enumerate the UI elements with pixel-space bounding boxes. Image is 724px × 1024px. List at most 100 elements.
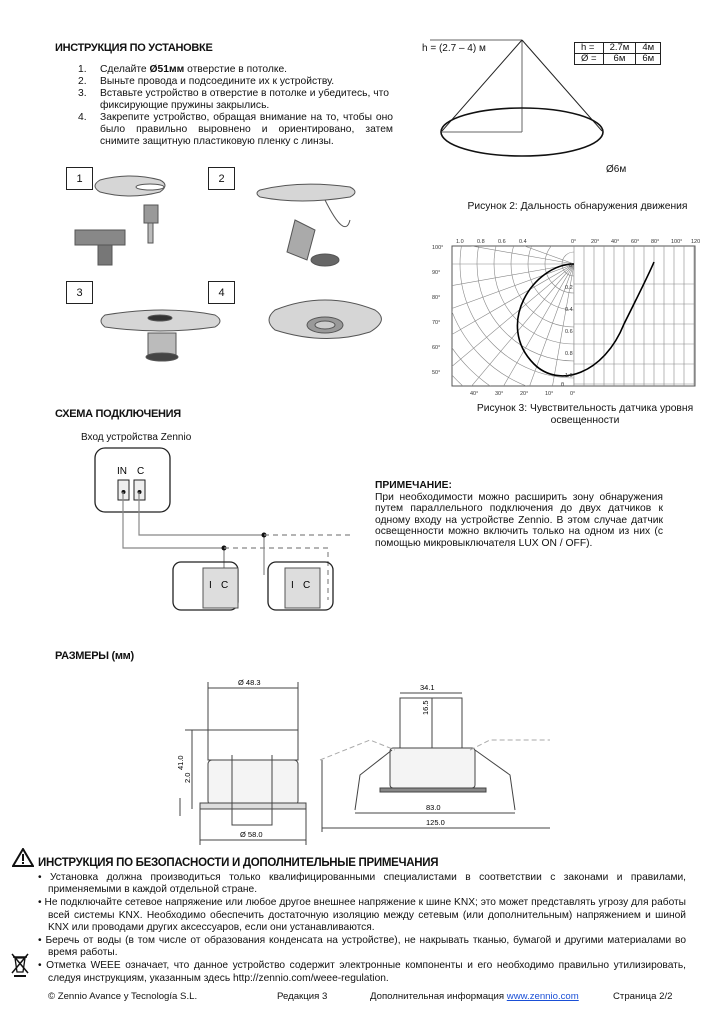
dimension-drawings: Ø 48.3 41.0 2.0 Ø 58.0 34.1 16.5 83.0 12… <box>176 678 550 845</box>
insert-illustration <box>100 309 221 362</box>
step-1: 1. Сделайте Ø51мм отверстие в потолке. <box>78 64 393 76</box>
left-tick: 50° <box>432 370 440 376</box>
note-title: ПРИМЕЧАНИЕ: <box>375 480 452 491</box>
center-tick: 0.2 <box>565 285 573 291</box>
bottom-tick: 0° <box>570 391 575 397</box>
safety-text: Установка должна производиться только кв… <box>48 872 686 896</box>
left-tick: 80° <box>432 295 440 301</box>
install-title: ИНСТРУКЦИЯ ПО УСТАНОВКЕ <box>55 42 213 54</box>
wiring-title: СХЕМА ПОДКЛЮЧЕНИЯ <box>55 408 181 420</box>
step-text: Выньте провода и подсоедините их к устро… <box>100 76 335 87</box>
bottom-tick: 20° <box>520 391 528 397</box>
left-tick: 60° <box>432 345 440 351</box>
note-text: При необходимости можно расширить зону о… <box>375 491 663 549</box>
left-tick: 90° <box>432 270 440 276</box>
top-right-tick: 40° <box>611 239 619 245</box>
top-right-tick: 100° <box>671 239 682 245</box>
dim-bottom-diameter: Ø 58.0 <box>240 830 263 839</box>
top-right-tick: 80° <box>651 239 659 245</box>
weee-bin-icon <box>11 953 29 977</box>
sensor2-i-label: I <box>291 580 294 591</box>
grid-ray <box>452 263 574 367</box>
grid-ray <box>470 246 574 265</box>
terminal-c-label: C <box>137 466 144 477</box>
left-tick: 70° <box>432 320 440 326</box>
sensor1-i-label: I <box>209 580 212 591</box>
light-sensitivity-chart: 1.00.80.60.40°20°40°60°80°100°120°100°90… <box>432 239 700 397</box>
center-tick: 0 <box>569 263 572 269</box>
safety-text: Отметка WEEE означает, что данное устрой… <box>46 960 686 984</box>
safety-text: Беречь от воды (в том числе от образован… <box>45 935 687 959</box>
figure-label-3: 3 <box>66 281 93 304</box>
diameter-label: Ø6м <box>606 164 627 175</box>
footer-more-info: Дополнительная информация www.zennio.com <box>370 991 579 1002</box>
wiring-diagram: IN C I C I C <box>94 447 350 611</box>
figure-label-1: 1 <box>66 167 93 190</box>
cell: 6м <box>602 53 637 65</box>
grid-ray <box>529 263 574 386</box>
warning-icon <box>12 848 34 867</box>
sensitivity-curve <box>516 261 655 377</box>
bottom-tick: 30° <box>495 391 503 397</box>
safety-item: • Не подключайте сетевое напряжение или … <box>38 897 686 933</box>
installation-illustrations <box>74 175 382 362</box>
grid-ray <box>452 263 574 335</box>
input-label: Вход устройства Zennio <box>81 432 192 443</box>
cell: Ø = <box>574 53 604 65</box>
zennio-link[interactable]: www.zennio.com <box>506 991 579 1002</box>
step-2: 2.Выньте провода и подсоедините их к уст… <box>78 76 393 88</box>
grid-ray <box>471 263 574 386</box>
cell: 6м <box>635 53 662 65</box>
grid-ray <box>552 263 574 386</box>
safety-item: • Установка должна производиться только … <box>38 872 686 896</box>
center-tick: 0.4 <box>565 307 573 313</box>
finished-illustration <box>268 299 382 339</box>
dim-top-diameter: Ø 48.3 <box>238 678 261 687</box>
step-number: 1. <box>78 64 87 75</box>
hole-diameter: Ø51мм <box>149 64 185 75</box>
dim-height: 41.0 <box>176 755 185 770</box>
safety-list: • Установка должна производиться только … <box>38 872 686 986</box>
grid-ray <box>523 246 574 265</box>
step-number: 3. <box>78 88 87 99</box>
center-tick: 1.0 <box>565 373 573 379</box>
figure-label-4: 4 <box>208 281 235 304</box>
detection-cone <box>430 39 604 157</box>
grid-ray <box>503 263 574 386</box>
safety-item: • Беречь от воды (в том числе от образов… <box>38 935 687 959</box>
figure-label-2: 2 <box>208 167 235 190</box>
safety-item: • Отметка WEEE означает, что данное устр… <box>38 960 686 984</box>
dim-top-height: 16.5 <box>421 700 430 715</box>
chart-frame <box>451 245 696 387</box>
step-text: отверстие в потолке. <box>184 64 288 75</box>
cell: h = <box>574 42 604 54</box>
polar-grid <box>452 246 574 386</box>
safety-text: Не подключайте сетевое напряжение или лю… <box>44 897 686 933</box>
note: ПРИМЕЧАНИЕ: При необходимости можно расш… <box>375 480 663 550</box>
dimensions-title: РАЗМЕРЫ (мм) <box>55 650 134 662</box>
dim-inner-width: 83.0 <box>426 803 441 812</box>
top-left-tick: 0.8 <box>477 239 485 245</box>
sensor2-c-label: C <box>303 580 310 591</box>
step-text: Сделайте <box>100 64 150 75</box>
cell: 4м <box>635 42 662 54</box>
install-steps: 1. Сделайте Ø51мм отверстие в потолке. 2.… <box>78 64 393 148</box>
drill-illustration <box>74 175 166 266</box>
dim-top-width: 34.1 <box>420 683 435 692</box>
step-text: Закрепите устройство, обращая внимание н… <box>100 112 393 147</box>
top-left-tick: 0.4 <box>519 239 527 245</box>
height-label: h = (2.7 – 4) м <box>422 43 486 54</box>
top-right-tick: 20° <box>591 239 599 245</box>
step-4: 4.Закрепите устройство, обращая внимание… <box>78 112 393 148</box>
top-right-tick: 120° <box>691 239 700 245</box>
cell: 2.7м <box>602 42 637 54</box>
bottom-tick: 10° <box>545 391 553 397</box>
bottom-tick: 40° <box>470 391 478 397</box>
theta-label: θ <box>561 382 564 388</box>
safety-title: ИНСТРУКЦИЯ ПО БЕЗОПАСНОСТИ И ДОПОЛНИТЕЛЬ… <box>38 857 439 869</box>
center-tick: 0.8 <box>565 351 573 357</box>
dim-outer-width: 125.0 <box>426 818 445 827</box>
step-text: Вставьте устройство в отверстие в потолк… <box>100 88 389 111</box>
terminal-in-label: IN <box>117 466 127 477</box>
